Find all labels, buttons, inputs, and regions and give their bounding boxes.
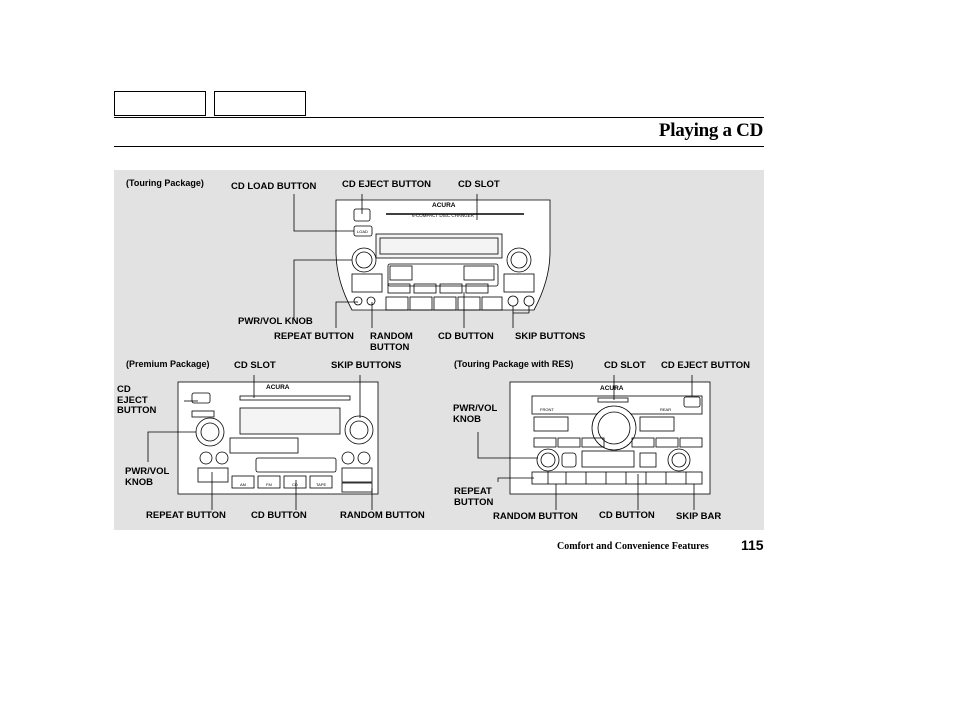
label-touring-cd-eject: CD EJECT BUTTON: [342, 179, 432, 190]
premium-tape-text: TAPE: [316, 482, 326, 487]
res-audio-unit: [509, 381, 711, 495]
header-rule: [114, 117, 764, 118]
label-premium-cd-button: CD BUTTON: [251, 510, 307, 521]
label-res-repeat: REPEAT BUTTON: [454, 486, 494, 508]
label-res-cd-eject: CD EJECT BUTTON: [661, 360, 751, 371]
premium-fm-text: FM: [266, 482, 272, 487]
page-number: 115: [741, 537, 764, 553]
section-touring-res: (Touring Package with RES): [454, 359, 574, 369]
label-res-random: RANDOM BUTTON: [493, 511, 578, 522]
label-premium-random: RANDOM BUTTON: [340, 510, 425, 521]
premium-audio-unit: [177, 381, 379, 495]
section-touring: (Touring Package): [126, 178, 204, 188]
title-rule: [114, 146, 764, 147]
label-premium-repeat: REPEAT BUTTON: [146, 510, 226, 521]
label-touring-random: RANDOM BUTTON: [370, 331, 413, 353]
footer-section-name: Comfort and Convenience Features: [557, 541, 709, 552]
premium-cd-text: CD: [292, 482, 298, 487]
touring-brand-text: ACURA: [432, 202, 456, 209]
label-res-cd-button: CD BUTTON: [599, 510, 655, 521]
touring-changer-text: 6-COMPACT DISC CHANGER: [412, 213, 475, 218]
label-touring-repeat: REPEAT BUTTON: [274, 331, 354, 342]
label-touring-cd-button: CD BUTTON: [438, 331, 494, 342]
premium-am-text: AM: [240, 482, 246, 487]
leader-lines: [147, 194, 695, 510]
label-premium-pwr-vol: PWR/VOL KNOB: [125, 466, 170, 488]
label-res-cd-slot: CD SLOT: [604, 360, 646, 371]
page-title: Playing a CD: [658, 120, 763, 141]
label-touring-cd-load: CD LOAD BUTTON: [231, 181, 317, 192]
audio-unit-diagrams: ACURA 6-COMPACT DISC CHANGER LOAD ACURA …: [147, 194, 711, 510]
header-tab-1[interactable]: [114, 91, 206, 116]
label-touring-pwr-vol: PWR/VOL KNOB: [238, 316, 313, 327]
label-premium-cd-slot: CD SLOT: [234, 360, 276, 371]
label-res-skip-bar: SKIP BAR: [676, 511, 722, 522]
res-brand-text: ACURA: [600, 385, 624, 392]
res-rear-text: REAR: [660, 407, 671, 412]
label-premium-cd-eject: CD EJECT BUTTON: [117, 384, 157, 416]
touring-audio-unit: [335, 199, 551, 311]
header-tab-2[interactable]: [214, 91, 306, 116]
label-touring-cd-slot: CD SLOT: [458, 179, 500, 190]
section-premium: (Premium Package): [126, 359, 210, 369]
res-front-text: FRONT: [540, 407, 554, 412]
label-premium-skip: SKIP BUTTONS: [331, 360, 402, 371]
illustration-panel: ACURA 6-COMPACT DISC CHANGER LOAD ACURA …: [114, 170, 764, 530]
premium-brand-text: ACURA: [266, 384, 290, 391]
label-res-pwr-vol: PWR/VOL KNOB: [453, 403, 498, 425]
touring-load-text: LOAD: [357, 229, 368, 234]
label-touring-skip: SKIP BUTTONS: [515, 331, 586, 342]
